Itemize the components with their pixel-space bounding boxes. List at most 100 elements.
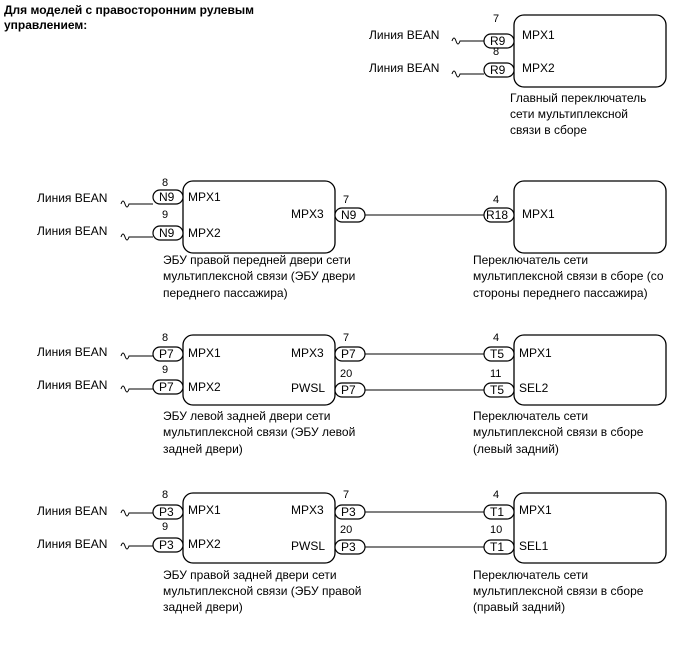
component-caption: ЭБУ правой передней двери сети bbox=[163, 253, 351, 267]
signal-label: MPX1 bbox=[522, 28, 555, 42]
pin-number: 8 bbox=[162, 177, 168, 189]
bean-line-label: Линия BEAN bbox=[37, 345, 107, 359]
bean-wire bbox=[120, 200, 153, 208]
connector-label: P3 bbox=[159, 538, 174, 552]
connector-label: R9 bbox=[490, 63, 506, 77]
pin-number: 4 bbox=[493, 332, 499, 344]
pin-number: 8 bbox=[162, 332, 168, 344]
switch-box bbox=[513, 492, 667, 564]
connector-label: N9 bbox=[341, 208, 357, 222]
component-caption: переднего пассажира) bbox=[163, 286, 288, 300]
signal-label: MPX2 bbox=[188, 226, 221, 240]
pin-number: 4 bbox=[493, 194, 499, 206]
bean-line-label: Линия BEAN bbox=[37, 224, 107, 238]
connector-p3 bbox=[152, 537, 184, 553]
ecu-box bbox=[182, 492, 336, 564]
pin-number: 7 bbox=[493, 13, 499, 25]
front-passenger-door-group: Линия BEAN 8 N9 MPX1 Линия BEAN 9 N9 MPX… bbox=[37, 177, 667, 300]
connector-label: T1 bbox=[490, 505, 504, 519]
connector-p7 bbox=[152, 346, 184, 362]
signal-label: MPX1 bbox=[519, 346, 552, 360]
connector-label: P3 bbox=[341, 505, 356, 519]
signal-label: SEL2 bbox=[519, 381, 549, 395]
pin-number: 4 bbox=[493, 489, 499, 501]
component-caption: задней двери) bbox=[163, 600, 243, 614]
pin-number: 7 bbox=[343, 332, 349, 344]
signal-label: MPX2 bbox=[188, 537, 221, 551]
connector-p3 bbox=[152, 504, 184, 520]
left-rear-door-group: Линия BEAN 8 P7 MPX1 Линия BEAN 9 P7 MPX… bbox=[37, 332, 667, 456]
pin-number: 20 bbox=[340, 368, 352, 380]
ecu-box bbox=[182, 334, 336, 406]
bean-line-label: Линия BEAN bbox=[37, 504, 107, 518]
pin-number: 9 bbox=[162, 364, 168, 376]
connector-label: P7 bbox=[341, 383, 356, 397]
pin-number: 8 bbox=[493, 46, 499, 58]
main-switch-box bbox=[513, 14, 667, 88]
connector-label: R9 bbox=[490, 34, 506, 48]
connector-label: T5 bbox=[490, 347, 504, 361]
signal-label: MPX1 bbox=[188, 346, 221, 360]
connector-r18 bbox=[483, 207, 515, 223]
component-caption: Переключатель сети bbox=[473, 409, 588, 423]
pin-number: 7 bbox=[343, 489, 349, 501]
bean-wire bbox=[451, 37, 484, 45]
connector-n9 bbox=[152, 225, 184, 241]
pin-number: 11 bbox=[490, 368, 501, 380]
signal-label: MPX1 bbox=[188, 503, 221, 517]
component-caption: стороны переднего пассажира) bbox=[473, 286, 648, 300]
connector-r9 bbox=[483, 33, 515, 49]
component-caption: мультиплексной связи (ЭБУ правой bbox=[163, 584, 361, 598]
connector-label: N9 bbox=[159, 226, 175, 240]
signal-label: MPX1 bbox=[188, 190, 221, 204]
signal-label: PWSL bbox=[291, 539, 325, 553]
connector-label: P7 bbox=[159, 380, 174, 394]
signal-label: MPX3 bbox=[291, 207, 324, 221]
connector-label: N9 bbox=[159, 190, 175, 204]
bean-line-label: Линия BEAN bbox=[37, 537, 107, 551]
pin-number: 7 bbox=[343, 194, 349, 206]
signal-label: MPX1 bbox=[522, 207, 555, 221]
bean-wire bbox=[120, 352, 153, 360]
connector-label: P7 bbox=[341, 347, 356, 361]
bean-wire bbox=[120, 385, 153, 393]
signal-label: PWSL bbox=[291, 381, 325, 395]
pin-number: 10 bbox=[490, 524, 502, 536]
pin-number: 20 bbox=[340, 524, 352, 536]
connector-label: P3 bbox=[341, 540, 356, 554]
main-network-switch-group: Линия BEAN 7 R9 MPX1 Линия BEAN 8 R9 MPX… bbox=[369, 13, 667, 137]
connector-t5 bbox=[483, 382, 515, 398]
component-caption: мультиплексной связи в сборе bbox=[473, 425, 644, 439]
component-caption: (правый задний) bbox=[473, 600, 565, 614]
pin-number: 8 bbox=[162, 489, 168, 501]
signal-label: MPX3 bbox=[291, 346, 324, 360]
heading-line-2: управлением: bbox=[4, 18, 87, 32]
bean-wire bbox=[120, 542, 153, 550]
connector-label: P7 bbox=[159, 347, 174, 361]
component-caption: сети мультиплексной bbox=[510, 107, 628, 121]
signal-label: SEL1 bbox=[519, 539, 549, 553]
signal-label: MPX1 bbox=[519, 503, 552, 517]
connector-label: P3 bbox=[159, 505, 174, 519]
connector-label: R18 bbox=[486, 208, 508, 222]
connector-label: T1 bbox=[490, 540, 504, 554]
right-rear-door-group: Линия BEAN 8 P3 MPX1 Линия BEAN 9 P3 MPX… bbox=[37, 489, 667, 614]
connector-label: T5 bbox=[490, 383, 504, 397]
signal-label: MPX3 bbox=[291, 503, 324, 517]
switch-box bbox=[513, 334, 667, 406]
signal-label: MPX2 bbox=[188, 380, 221, 394]
component-caption: мультиплексной связи в сборе bbox=[473, 584, 644, 598]
pin-number: 9 bbox=[162, 209, 168, 221]
connector-n9 bbox=[152, 189, 184, 205]
bean-wire bbox=[451, 70, 484, 78]
bean-wire bbox=[120, 233, 153, 241]
bean-wire bbox=[120, 509, 153, 517]
component-caption: ЭБУ правой задней двери сети bbox=[163, 568, 337, 582]
bean-line-label: Линия BEAN bbox=[369, 61, 439, 75]
component-caption: связи в сборе bbox=[510, 123, 587, 137]
signal-label: MPX2 bbox=[522, 61, 555, 75]
component-caption: задней двери) bbox=[163, 442, 243, 456]
bean-line-label: Линия BEAN bbox=[37, 378, 107, 392]
component-caption: мультиплексной связи в сборе (со bbox=[473, 269, 664, 283]
